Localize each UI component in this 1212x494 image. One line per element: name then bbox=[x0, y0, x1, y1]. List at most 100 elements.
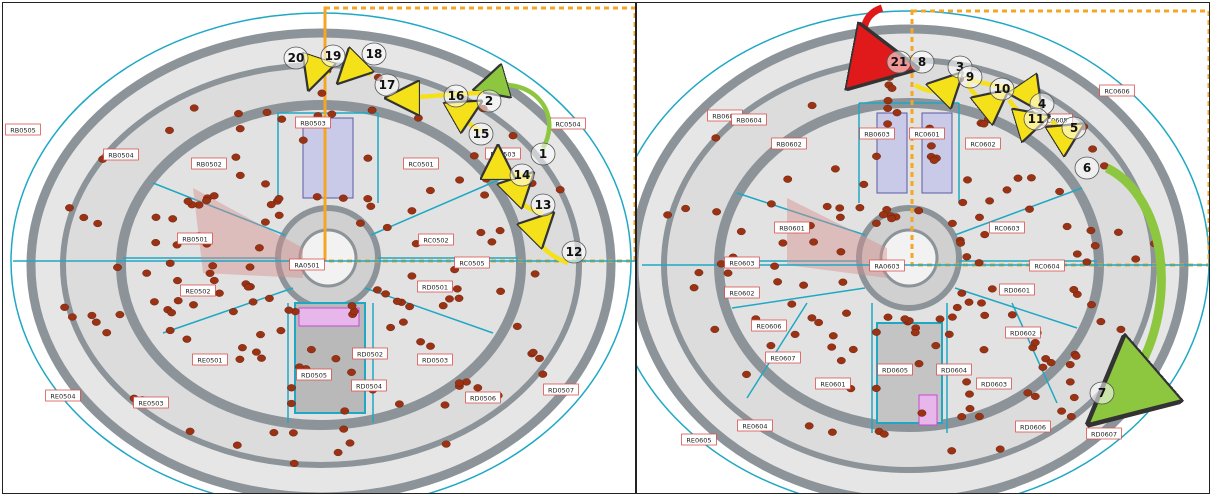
equipment-dot bbox=[770, 262, 780, 270]
marker-circle bbox=[1023, 107, 1049, 131]
equipment-dot bbox=[555, 186, 565, 194]
equipment-dot bbox=[495, 227, 505, 235]
dashed-quadrant bbox=[910, 9, 1209, 267]
marker-number: 6 bbox=[1083, 161, 1091, 175]
room-label: RE0501 bbox=[197, 357, 222, 365]
equipment-dot bbox=[257, 354, 266, 362]
equipment-dot bbox=[1028, 86, 1038, 95]
room-label-box bbox=[5, 123, 41, 136]
room-label-box bbox=[454, 256, 490, 269]
equipment-dot bbox=[879, 430, 889, 438]
marker-number: 21 bbox=[891, 55, 908, 69]
equipment-dot bbox=[871, 384, 881, 393]
room-label: RE0503 bbox=[138, 400, 163, 408]
equipment-dot bbox=[262, 108, 272, 117]
room-label: RE0602 bbox=[729, 290, 754, 298]
equipment-dot bbox=[977, 299, 986, 307]
room-label-box bbox=[45, 389, 81, 402]
marker-number: 19 bbox=[325, 49, 342, 63]
equipment-dot bbox=[254, 244, 264, 252]
equipment-dot bbox=[151, 213, 161, 221]
equipment-dot bbox=[1057, 407, 1066, 415]
equipment-dot bbox=[855, 204, 865, 212]
room-label-box bbox=[192, 353, 228, 366]
room-label: RC0604 bbox=[1034, 263, 1059, 271]
room-label-box bbox=[296, 368, 332, 381]
room-label-box bbox=[936, 363, 972, 376]
equipment-dot bbox=[338, 194, 348, 202]
room-label: RD0607 bbox=[1091, 431, 1117, 439]
marker-number: 5 bbox=[1070, 121, 1078, 135]
upper-machine-b bbox=[921, 112, 953, 194]
equipment-dot bbox=[454, 379, 464, 387]
room-label: RD0505 bbox=[301, 372, 327, 380]
equipment-dot bbox=[766, 200, 776, 208]
equipment-dot bbox=[736, 227, 746, 236]
equipment-dot bbox=[454, 294, 464, 302]
equipment-dot bbox=[416, 338, 425, 346]
room-label: RC0505 bbox=[459, 260, 484, 268]
room-label: RC0502 bbox=[423, 237, 448, 245]
room-label: RD0602 bbox=[1010, 330, 1036, 338]
equipment-dot bbox=[883, 96, 893, 105]
equipment-dot bbox=[1065, 378, 1075, 386]
equipment-dot bbox=[248, 298, 258, 306]
equipment-dot bbox=[235, 355, 245, 363]
room-label: RC0605 bbox=[1042, 117, 1067, 125]
equipment-dot bbox=[386, 323, 395, 332]
room-label-box bbox=[765, 351, 801, 364]
equipment-dot bbox=[887, 215, 897, 223]
equipment-dot bbox=[512, 322, 522, 331]
room-label: RE0603 bbox=[729, 260, 754, 268]
marker-circle bbox=[468, 122, 494, 146]
equipment-dot bbox=[773, 278, 783, 286]
marker-circle bbox=[530, 142, 556, 166]
room-label: RC0503 bbox=[490, 151, 515, 159]
marker-circle bbox=[530, 193, 556, 217]
equipment-dot bbox=[842, 309, 851, 317]
equipment-dot bbox=[413, 114, 423, 122]
room-label-box bbox=[999, 283, 1035, 296]
equipment-dot bbox=[914, 207, 924, 215]
equipment-dot bbox=[327, 110, 337, 118]
equipment-dot bbox=[286, 399, 296, 408]
equipment-dot bbox=[425, 186, 435, 195]
equipment-dot bbox=[787, 300, 797, 308]
equipment-dot bbox=[807, 101, 817, 110]
equipment-dot bbox=[407, 207, 417, 215]
equipment-dot bbox=[716, 260, 726, 268]
equipment-dot bbox=[1055, 187, 1064, 196]
equipment-dot bbox=[167, 309, 177, 317]
room-label: RA0603 bbox=[874, 263, 899, 271]
room-label: RE0502 bbox=[185, 288, 210, 296]
marker-number: 10 bbox=[994, 82, 1011, 96]
room-label: RE0604 bbox=[742, 423, 767, 431]
equipment-dot bbox=[885, 73, 895, 81]
equipment-dot bbox=[398, 318, 408, 326]
equipment-dot bbox=[317, 89, 327, 97]
equipment-dot bbox=[827, 428, 837, 436]
equipment-dot bbox=[382, 223, 392, 232]
marker-circle bbox=[320, 44, 346, 68]
marker-circle bbox=[909, 50, 935, 74]
equipment-dot bbox=[438, 302, 448, 310]
equipment-dot bbox=[1066, 413, 1076, 421]
room-label-box bbox=[909, 127, 945, 140]
equipment-dot bbox=[269, 429, 279, 437]
equipment-dot bbox=[985, 197, 994, 205]
highlight-box bbox=[918, 394, 938, 426]
room-label: RC0504 bbox=[555, 121, 580, 129]
marker-circle bbox=[561, 240, 587, 264]
room-label: RD0503 bbox=[422, 357, 448, 365]
equipment-dot bbox=[173, 297, 183, 305]
equipment-dot bbox=[778, 239, 788, 247]
equipment-dot bbox=[995, 445, 1005, 453]
equipment-dot bbox=[445, 295, 454, 303]
marker-circle bbox=[476, 89, 502, 113]
marker-circle bbox=[1074, 156, 1100, 180]
equipment-dot bbox=[962, 253, 972, 261]
equipment-dot bbox=[1013, 174, 1023, 182]
room-label: RB0605 bbox=[712, 113, 738, 121]
